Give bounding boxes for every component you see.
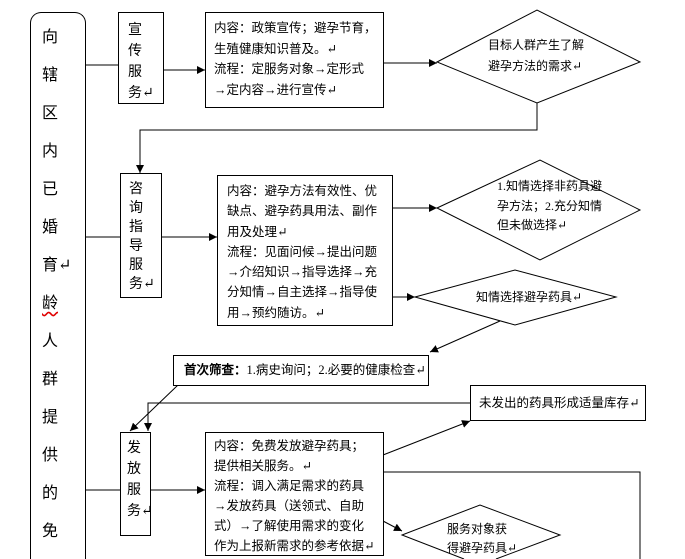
need-decision-text: 目标人群产生了解 避孕方法的需求↵ — [488, 35, 584, 77]
publicity-service-box: 宣 传 服 务↵ — [118, 12, 164, 104]
decision-line: 知情选择避孕药具↵ — [476, 290, 583, 304]
panel-char: 区 — [42, 105, 59, 122]
panel-char: 提 — [42, 409, 59, 426]
label-char: 务↵ — [128, 86, 154, 101]
counseling-service-box: 咨 询 指 导 服 务↵ — [120, 173, 162, 298]
content-line: 流程：见面问候→提出问题 — [227, 244, 378, 259]
decision-line: 得避孕药具↵ — [447, 541, 518, 555]
label-char: 导 — [129, 239, 143, 254]
non-contraceptive-decision-text: 1.知情选择非药具避 孕方法；2.充分知情 但未做选择↵ — [497, 177, 602, 236]
panel-char: 群 — [42, 371, 59, 388]
panel-char: 的 — [42, 485, 59, 502]
content-line: 分知情→自主选择→指导使 — [227, 285, 378, 300]
label-char: 指 — [129, 220, 143, 235]
content-line: →发放药具（送领式、自助 — [214, 499, 365, 513]
label-char: 务↵ — [129, 277, 155, 292]
label-char: 务↵ — [127, 504, 151, 519]
decision-line: 但未做选择↵ — [497, 218, 568, 232]
arrow-inventory-to-distribution — [144, 402, 470, 431]
choose-contraceptive-decision-text: 知情选择避孕药具↵ — [476, 287, 582, 307]
decision-diamond-need — [435, 9, 642, 104]
decision-diamond-choose-contraceptive — [413, 269, 618, 326]
first-screening-box: 首次筛查：1.病史询问；2.必要的健康检查↵ — [173, 355, 429, 386]
content-line: 内容：免费发放避孕药具； — [214, 439, 365, 453]
label-char: 发 — [127, 441, 141, 456]
arrow-distribution-content-to-inventory — [382, 420, 471, 456]
label-char: 传 — [128, 44, 142, 59]
content-line: →介绍知识→指导选择→充 — [227, 265, 378, 280]
screening-text: 1.病史询问；2.必要的健康检查↵ — [246, 363, 426, 377]
label-char: 服 — [129, 258, 143, 273]
screening-title: 首次筛查： — [184, 363, 247, 377]
distribution-service-box: 发 放 服 务↵ — [120, 432, 151, 536]
connector-distribution-content-right — [383, 471, 641, 559]
decision-line: 孕方法；2.充分知情 — [497, 198, 603, 213]
decision-diamond-non-contraceptive — [435, 159, 642, 261]
content-line: →定内容→进行宣传↵ — [214, 82, 337, 97]
content-line: 流程：定服务对象→定形式 — [214, 62, 365, 76]
target-population-panel: 向 辖 区 内 已 婚 育↵ 龄 人 群 提 供 的 免 — [30, 12, 86, 559]
panel-char: 辖 — [42, 67, 59, 84]
content-line: 缺点、避孕药具用法、副作 — [227, 204, 378, 219]
content-line: 内容：政策宣传；避孕节育， — [214, 21, 377, 35]
panel-char: 育↵ — [42, 257, 72, 274]
label-char: 询 — [129, 201, 143, 216]
inventory-text: 未发出的药具形成适量库存↵ — [479, 396, 640, 410]
counseling-content-box: 内容：避孕方法有效性、优 缺点、避孕药具用法、副作 用及处理↵ 流程：见面问候→… — [217, 175, 393, 326]
panel-char: 婚 — [42, 219, 59, 236]
decision-line: 避孕方法的需求↵ — [488, 59, 583, 73]
label-char: 咨 — [129, 182, 143, 197]
label-char: 放 — [127, 462, 141, 477]
content-line: 用及处理↵ — [227, 224, 288, 239]
decision-diamond-obtained — [400, 504, 562, 559]
panel-char: 内 — [42, 143, 59, 160]
arrow-need-to-counseling — [136, 103, 538, 173]
label-char: 服 — [128, 65, 142, 80]
arrow-distribution-content-to-obtained — [382, 520, 403, 532]
content-line: 作为上报新需求的参考依据↵ — [214, 539, 375, 553]
inventory-box: 未发出的药具形成适量库存↵ — [470, 385, 646, 421]
spellcheck-underlined-char: 龄 — [42, 295, 59, 312]
publicity-content-box: 内容：政策宣传；避孕节育， 生殖健康知识普及。↵ 流程：定服务对象→定形式 →定… — [205, 12, 384, 108]
content-line: 生殖健康知识普及。↵ — [214, 41, 337, 56]
content-line: 式）→了解使用需求的变化 — [214, 519, 365, 533]
content-line: 内容：避孕方法有效性、优 — [227, 184, 378, 198]
decision-line: 1.知情选择非药具避 — [497, 179, 603, 193]
panel-char: 向 — [42, 29, 59, 46]
decision-line: 服务对象获 — [447, 522, 508, 536]
arrow-screening-to-distribution — [129, 384, 179, 432]
arrow-choose-contraceptive-to-screening — [429, 320, 501, 353]
label-char: 服 — [127, 483, 141, 498]
panel-char: 人 — [42, 333, 59, 350]
obtained-decision-text: 服务对象获 得避孕药具↵ — [447, 520, 517, 558]
distribution-content-box: 内容：免费发放避孕药具； 提供相关服务。↵ 流程：调入满足需求的药具 →发放药具… — [205, 432, 384, 556]
label-char: 宣 — [128, 23, 142, 38]
content-line: 流程：调入满足需求的药具 — [214, 479, 365, 493]
content-line: 提供相关服务。↵ — [214, 459, 312, 473]
decision-line: 目标人群产生了解 — [488, 38, 585, 52]
panel-char: 供 — [42, 447, 59, 464]
panel-char: 免 — [42, 523, 59, 540]
panel-char: 龄 — [42, 285, 85, 323]
panel-char: 已 — [42, 181, 59, 198]
content-line: 用→预约随访。↵ — [227, 305, 325, 320]
